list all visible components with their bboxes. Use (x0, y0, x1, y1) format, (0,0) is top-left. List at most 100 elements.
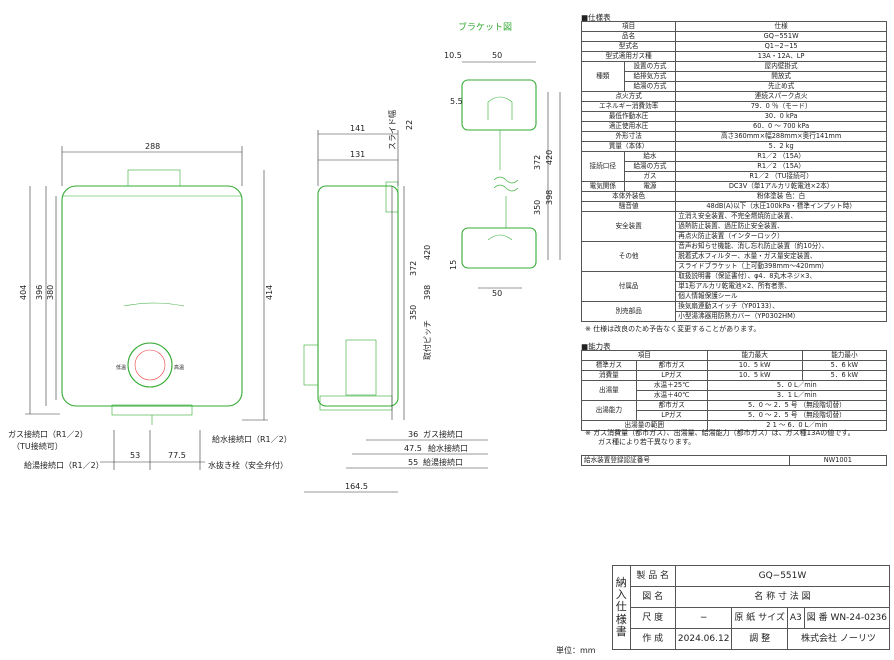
spec-cell: 粉体塗装 色：白 (675, 191, 887, 202)
dim-420-b: 420 (545, 150, 554, 165)
product-label: 製 品 名 (629, 565, 676, 587)
sep-label: 別売部品 (580, 301, 677, 322)
safety-line: 立消え安全装置、不完全燃焼防止装置、 (675, 211, 887, 222)
number-value: WN-24-0236 (830, 612, 887, 623)
bracket-title: ブラケット図 (458, 21, 512, 33)
safety-label: 安全装置 (580, 211, 677, 242)
created-value: 2024.06.12 (674, 628, 733, 650)
spec-cell: 連続スパーク点火 (675, 91, 887, 102)
mount-pitch-label: 取付ピッチ (422, 320, 432, 360)
spec-cell: 高さ360mm×幅288mm×奥行141mm (675, 131, 887, 142)
spec-cell: Q1−2−15 (675, 41, 887, 52)
spec-cell: 電源 (623, 181, 677, 192)
spec-cell: 型式名 (580, 41, 677, 52)
acc-line: 個人情報保護シール (675, 291, 887, 302)
slide-width-label: スライド幅 (387, 110, 397, 150)
dim-55: 55 (408, 458, 418, 467)
dim-398-b: 398 (545, 190, 554, 205)
spec-cell: 先止め式 (675, 81, 887, 92)
dim-36: 36 (408, 430, 418, 439)
spec-cell: 5．2 kg (675, 141, 887, 152)
front-view (25, 146, 268, 470)
dim-15: 15 (449, 260, 458, 270)
scale-label: 尺 度 (629, 607, 676, 629)
dim-131: 131 (350, 150, 365, 159)
dim-380: 380 (46, 285, 55, 300)
spec-note: ※ 仕様は改良のため予告なく変更することがあります。 (585, 325, 761, 333)
side-hot-conn: 給湯接続口 (423, 457, 463, 467)
perf-cell: 10．5 kW (706, 360, 803, 371)
paper-label: 原 紙 サイズ (731, 607, 788, 629)
spec-cell: 給水 (623, 151, 677, 162)
perf-cell: 5．0 〜 2．5 号 （無段階切替） (706, 400, 888, 411)
drawing-label: 図 名 (629, 586, 676, 608)
spec-cell: R1／2 （15A） (675, 151, 887, 162)
acc-label: 付属品 (580, 271, 677, 302)
water-conn-callout: 給水接続口（R1／2） (212, 434, 292, 444)
spec-cell: 79．0 ％（モード） (675, 101, 887, 112)
perf-cell: 5．0 〜 2．5 号 （無段階切替） (706, 410, 888, 421)
perf-cell: 水温＋25℃ (635, 380, 708, 391)
safety-line: 過熱防止装置、過圧防止安全装置、 (675, 221, 887, 232)
registration-value: NW1001 (788, 455, 888, 466)
perf-cell: 10．5 kW (706, 370, 803, 381)
dim-10-5: 10.5 (444, 51, 462, 60)
side-water-conn: 給水接続口 (428, 443, 468, 453)
perf-title: ■能力表 (581, 342, 611, 351)
spec-title: ■仕様表 (581, 13, 611, 22)
scale-value: − (674, 607, 733, 629)
dim-420-s: 420 (423, 245, 432, 260)
dim-77-5: 77.5 (168, 451, 186, 460)
dim-5-5: 5.5 (450, 97, 463, 106)
spec-cell: 設置の方式 (623, 61, 677, 72)
spec-cell: DC3V（単1アルカリ乾電池×2本） (675, 181, 887, 192)
side-gas-conn: ガス接続口 (423, 429, 463, 439)
gas-conn-callout: ガス接続口（R1／2） (8, 429, 88, 439)
spec-cell: 給排気方式 (623, 71, 677, 82)
spec-cell: 適正使用水圧 (580, 121, 677, 132)
spec-cell: R1／2 （15A） (675, 161, 887, 172)
drain-callout: 水抜き栓（安全弁付） (208, 460, 288, 470)
dim-350-b: 350 (533, 200, 542, 215)
sep-line: 小型湯沸器用防熱カバー（YP0302HM） (675, 311, 887, 322)
perf-note-2: ガス種により若干異なります。 (598, 438, 696, 446)
spec-header-spec: 仕様 (675, 21, 887, 32)
drawing-number: 図 番 WN-24-0236 (803, 607, 891, 629)
paper-value: A3 (786, 607, 805, 629)
spec-cell: GQ−551W (675, 31, 887, 42)
perf-note-1: ※ ガス消費量（都市ガス）、出湯量、給湯能力（都市ガス）は、ガス種13Aの値です… (585, 429, 855, 437)
spec-cell: 48dB(A)以下（水圧100kPa・標準インプット時） (675, 201, 887, 212)
unit-label: 単位：mm (556, 646, 596, 655)
perf-cell: 都市ガス (635, 360, 708, 371)
spec-cell: 電気関係 (581, 181, 625, 192)
dim-47-5: 47.5 (404, 444, 422, 453)
perf-header: 能力最大 (706, 350, 803, 361)
dim-50-bottom: 50 (492, 289, 502, 298)
spec-cell: 種類 (581, 61, 625, 92)
perf-cell: 消費量 (581, 370, 637, 381)
perf-cell: 標準ガス (581, 360, 637, 371)
perf-cell: LPガス (635, 370, 708, 381)
spec-cell: 外形寸法 (580, 131, 677, 142)
perf-cell: 出湯能力 (581, 400, 637, 421)
hot-conn-callout: 給湯接続口（R1／2） (24, 460, 104, 470)
sep-line: 換気扇連動スイッチ（YP0133）、 (675, 301, 887, 312)
dial-low: 低温 (116, 364, 126, 371)
spec-cell: 本体外装色 (580, 191, 677, 202)
spec-cell: R1／2 （TU接続可） (675, 171, 887, 182)
title-block: 納入仕様書 製 品 名 GQ−551W 図 名 名 称 寸 法 図 尺 度 − … (612, 565, 891, 650)
dim-398-s: 398 (423, 285, 432, 300)
perf-cell: 5．0 L／min (706, 380, 888, 391)
spec-cell: 30．0 kPa (675, 111, 887, 122)
spec-cell: ガス (623, 171, 677, 182)
other-line: 音声お知らせ機能、消し忘れ防止装置（約10分）、 (675, 241, 887, 252)
dim-53: 53 (130, 451, 140, 460)
spec-cell: 点火方式 (580, 91, 677, 102)
spec-cell: 60．0 〜 700 kPa (675, 121, 887, 132)
other-line: 脱着式水フィルター、水量・ガス量安定装置、 (675, 251, 887, 262)
tu-callout: （TU接続可） (12, 441, 63, 451)
dim-50-top: 50 (492, 51, 502, 60)
check-label: 調 整 (731, 628, 788, 650)
